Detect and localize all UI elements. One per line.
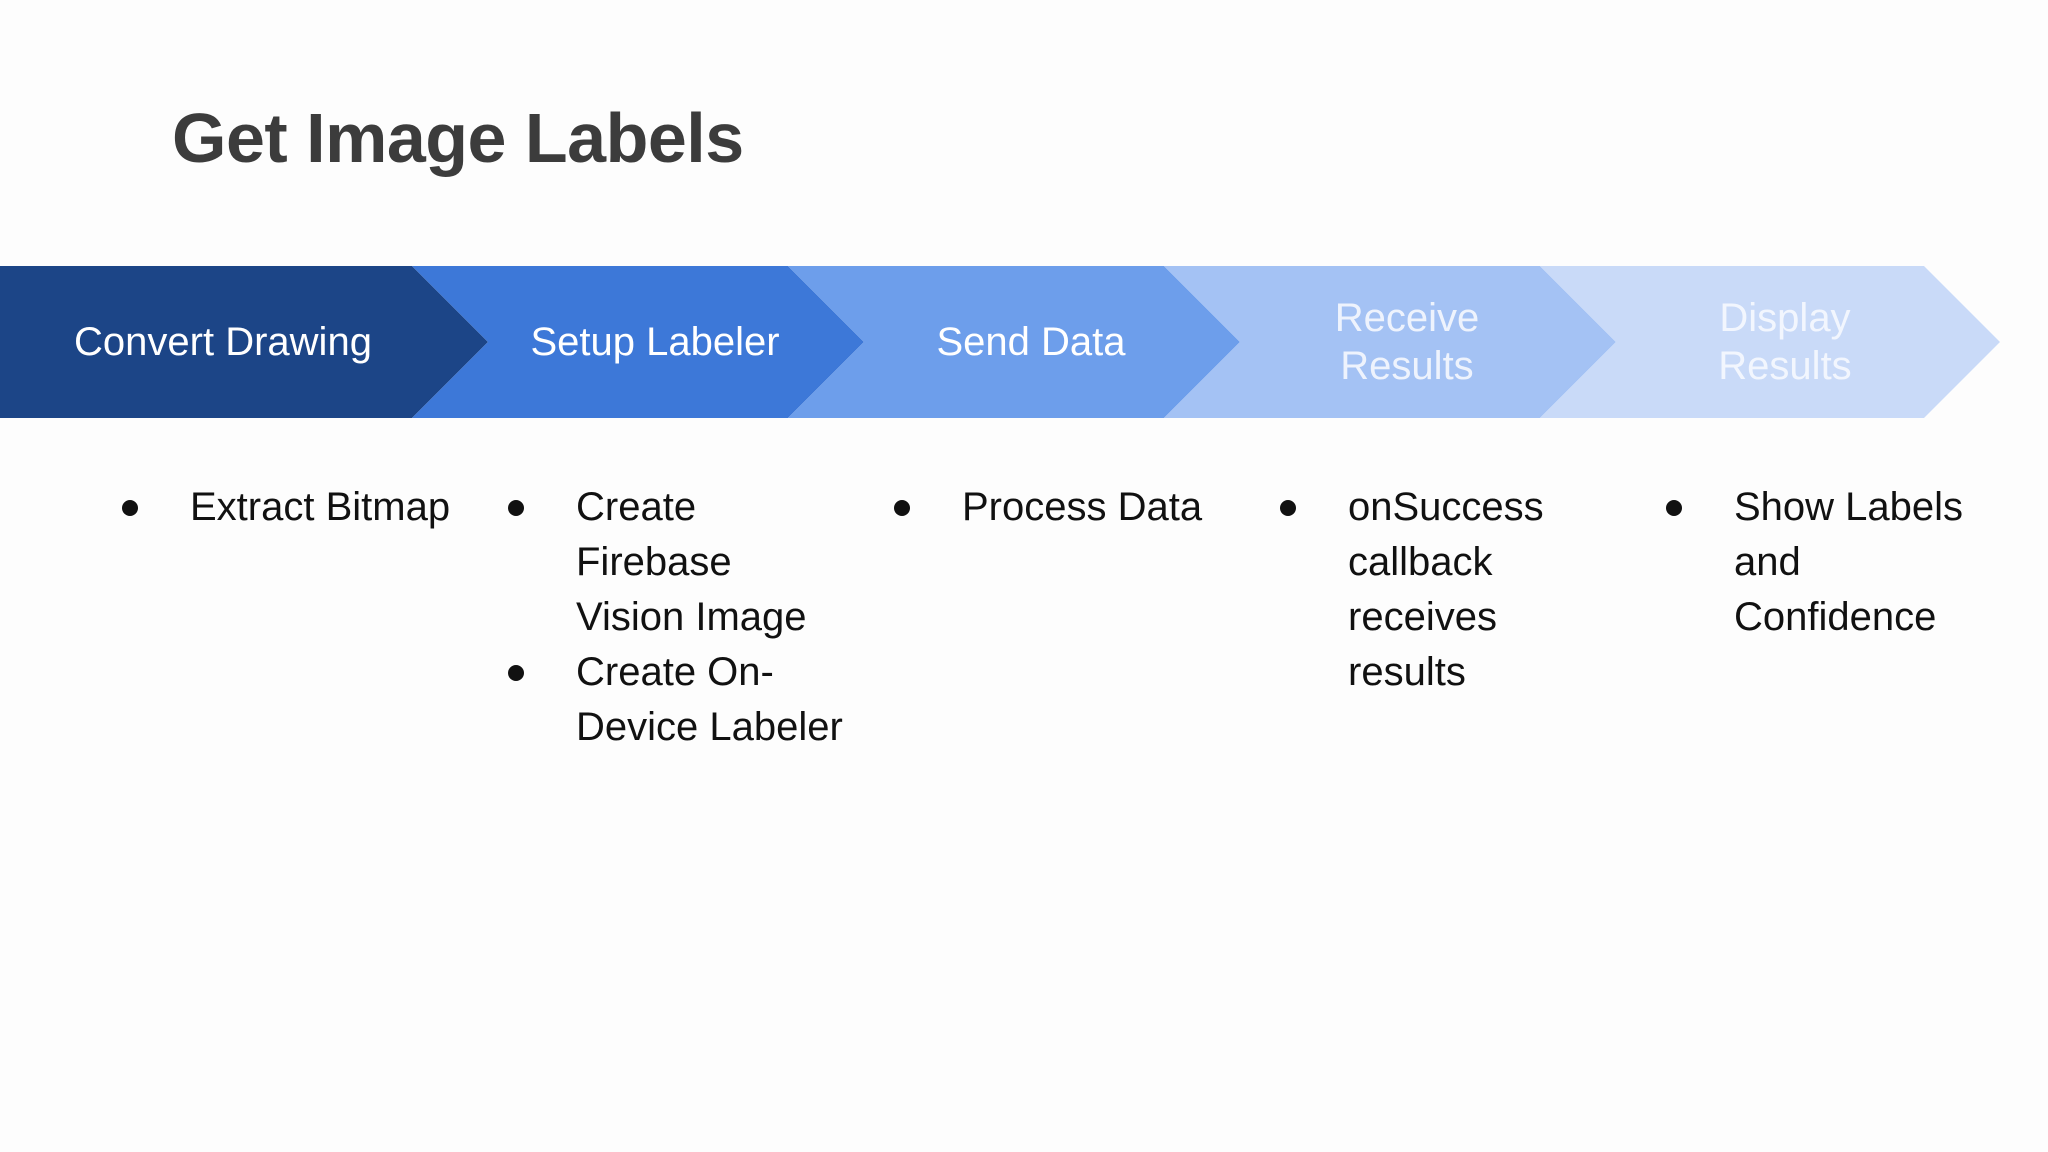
bullet-item: Create On-Device Labeler — [504, 645, 844, 755]
bullet-text: Create On-Device Labeler — [576, 650, 843, 749]
details-receive-results: onSuccess callback receives results — [1276, 480, 1616, 700]
bullet-dot-icon — [508, 500, 524, 516]
bullet-item: Create Firebase Vision Image — [504, 480, 844, 645]
bullet-text: onSuccess callback receives results — [1348, 485, 1544, 694]
bullet-dot-icon — [1666, 500, 1682, 516]
step-convert-drawing: Convert Drawing — [0, 266, 488, 418]
step-label: Send Data — [936, 320, 1126, 364]
bullet-dot-icon — [1280, 500, 1296, 516]
step-label: Setup Labeler — [530, 320, 780, 364]
bullet-dot-icon — [894, 500, 910, 516]
bullet-text: Process Data — [962, 485, 1203, 529]
bullet-list: Process Data — [890, 480, 1230, 535]
step-send-data: Send Data — [788, 266, 1240, 418]
step-receive-results: Receive Results — [1164, 266, 1616, 418]
slide-title: Get Image Labels — [172, 99, 744, 177]
step-label: Convert Drawing — [74, 320, 372, 364]
bullet-item: Process Data — [890, 480, 1230, 535]
bullet-item: Extract Bitmap — [118, 480, 458, 535]
details-send-data: Process Data — [890, 480, 1230, 535]
bullet-text: Show Labels and Confidence — [1734, 485, 1964, 639]
bullet-item: Show Labels and Confidence — [1662, 480, 2002, 645]
step-label: Receive Results — [1334, 296, 1480, 388]
bullet-list: onSuccess callback receives results — [1276, 480, 1616, 700]
bullet-list: Create Firebase Vision Image Create On-D… — [504, 480, 844, 755]
bullet-list: Extract Bitmap — [118, 480, 458, 535]
bullet-list: Show Labels and Confidence — [1662, 480, 2002, 645]
process-flow: Convert Drawing Setup Labeler Send Data … — [0, 266, 2010, 418]
bullet-dot-icon — [122, 500, 138, 516]
bullet-text: Extract Bitmap — [190, 485, 451, 529]
details-convert-drawing: Extract Bitmap — [118, 480, 458, 535]
details-display-results: Show Labels and Confidence — [1662, 480, 2002, 645]
bullet-text: Create Firebase Vision Image — [576, 485, 807, 639]
bullet-dot-icon — [508, 665, 524, 681]
step-display-results: Display Results — [1540, 266, 2000, 418]
bullet-item: onSuccess callback receives results — [1276, 480, 1616, 700]
details-setup-labeler: Create Firebase Vision Image Create On-D… — [504, 480, 844, 755]
step-label: Display Results — [1718, 296, 1852, 388]
